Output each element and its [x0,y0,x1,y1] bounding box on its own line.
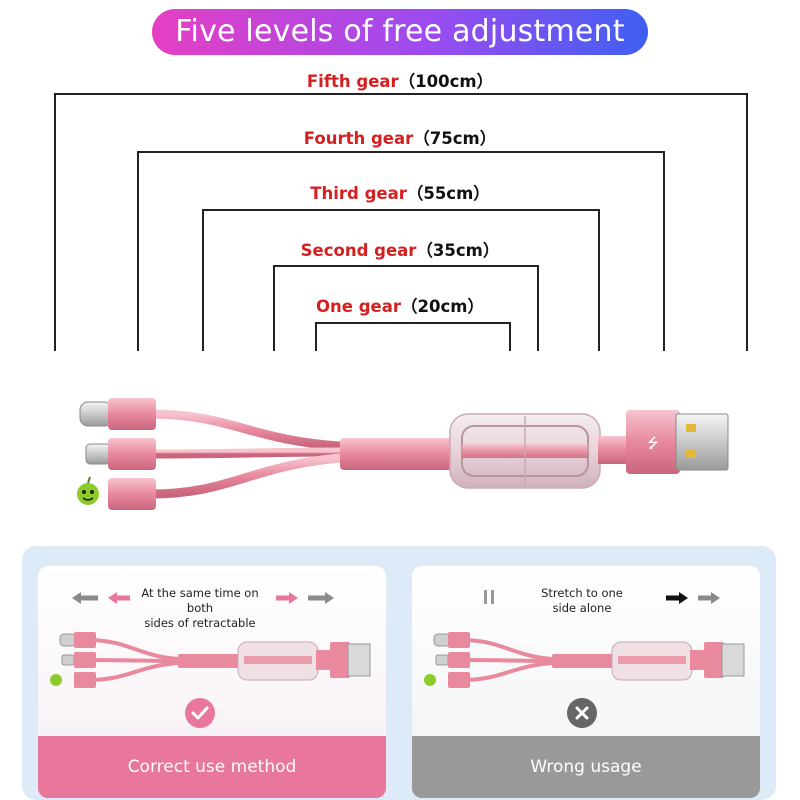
gear-name: One gear [316,297,402,316]
gear-length: （100cm） [398,72,494,91]
cable-sleeve [340,438,460,470]
gear-length: （75cm） [413,129,497,148]
gear-bracket-one [315,322,511,351]
arrow-left-icon [72,592,98,604]
correct-usage-card: At the same time on both sides of retrac… [38,566,386,798]
usb-icon: ⭍ [647,436,659,452]
arrow-right-pink-icon [276,592,298,604]
arrow-right-icon [308,592,334,604]
case-neck [598,436,628,464]
mascot-icon [77,476,99,505]
gear-bracket-second [273,265,539,351]
caption-line: side alone [552,601,612,615]
gear-label-third: Third gear（55cm） [0,180,800,204]
usb-c-connector [79,398,156,430]
gear-name: Fourth gear [303,129,414,148]
arrow-right-black-icon [666,592,688,604]
caption-line: At the same time on both [141,586,259,615]
gear-label-fifth: Fifth gear（100cm） [0,68,800,92]
gear-label-one: One gear（20cm） [0,293,800,317]
gear-name: Fifth gear [306,72,399,91]
gear-label-fourth: Fourth gear（75cm） [0,125,800,149]
wrong-usage-card: Stretch to one side alone Wrong usage [412,566,760,798]
check-icon [185,698,215,728]
retractable-case [449,413,601,489]
lightning-connector [108,478,156,510]
arrow-left-pink-icon [108,592,130,604]
correct-caption: At the same time on both sides of retrac… [130,586,270,631]
usb-a-connector: ⭍ [626,410,729,474]
cable-illustration: ⭍ [77,398,729,510]
arrow-right-icon [698,592,720,604]
wire-middle [149,447,341,459]
cable-illustration-small [50,632,371,688]
wrong-usage-label: Wrong usage [412,736,760,798]
gear-name: Third gear [310,184,407,203]
gear-label-second: Second gear（35cm） [0,237,800,261]
gear-length: （55cm） [406,184,490,203]
banner-title: Five levels of free adjustment [152,9,648,55]
cross-icon [567,698,597,728]
gear-length: （35cm） [416,241,500,260]
gear-name: Second gear [300,241,417,260]
gear-bracket-third [202,209,600,351]
gear-length: （20cm） [401,297,484,316]
wire-bottom [149,453,341,499]
wrong-caption: Stretch to one side alone [524,586,640,616]
caption-line: sides of retractable [144,616,256,630]
cable-illustration-small [424,632,745,688]
gear-bracket-fifth [54,93,748,351]
pause-icon [484,590,494,604]
wire-top [149,409,341,451]
caption-line: Stretch to one [541,586,623,600]
micro-usb-connector [85,438,156,470]
correct-usage-label: Correct use method [38,736,386,798]
gear-bracket-fourth [137,151,665,351]
